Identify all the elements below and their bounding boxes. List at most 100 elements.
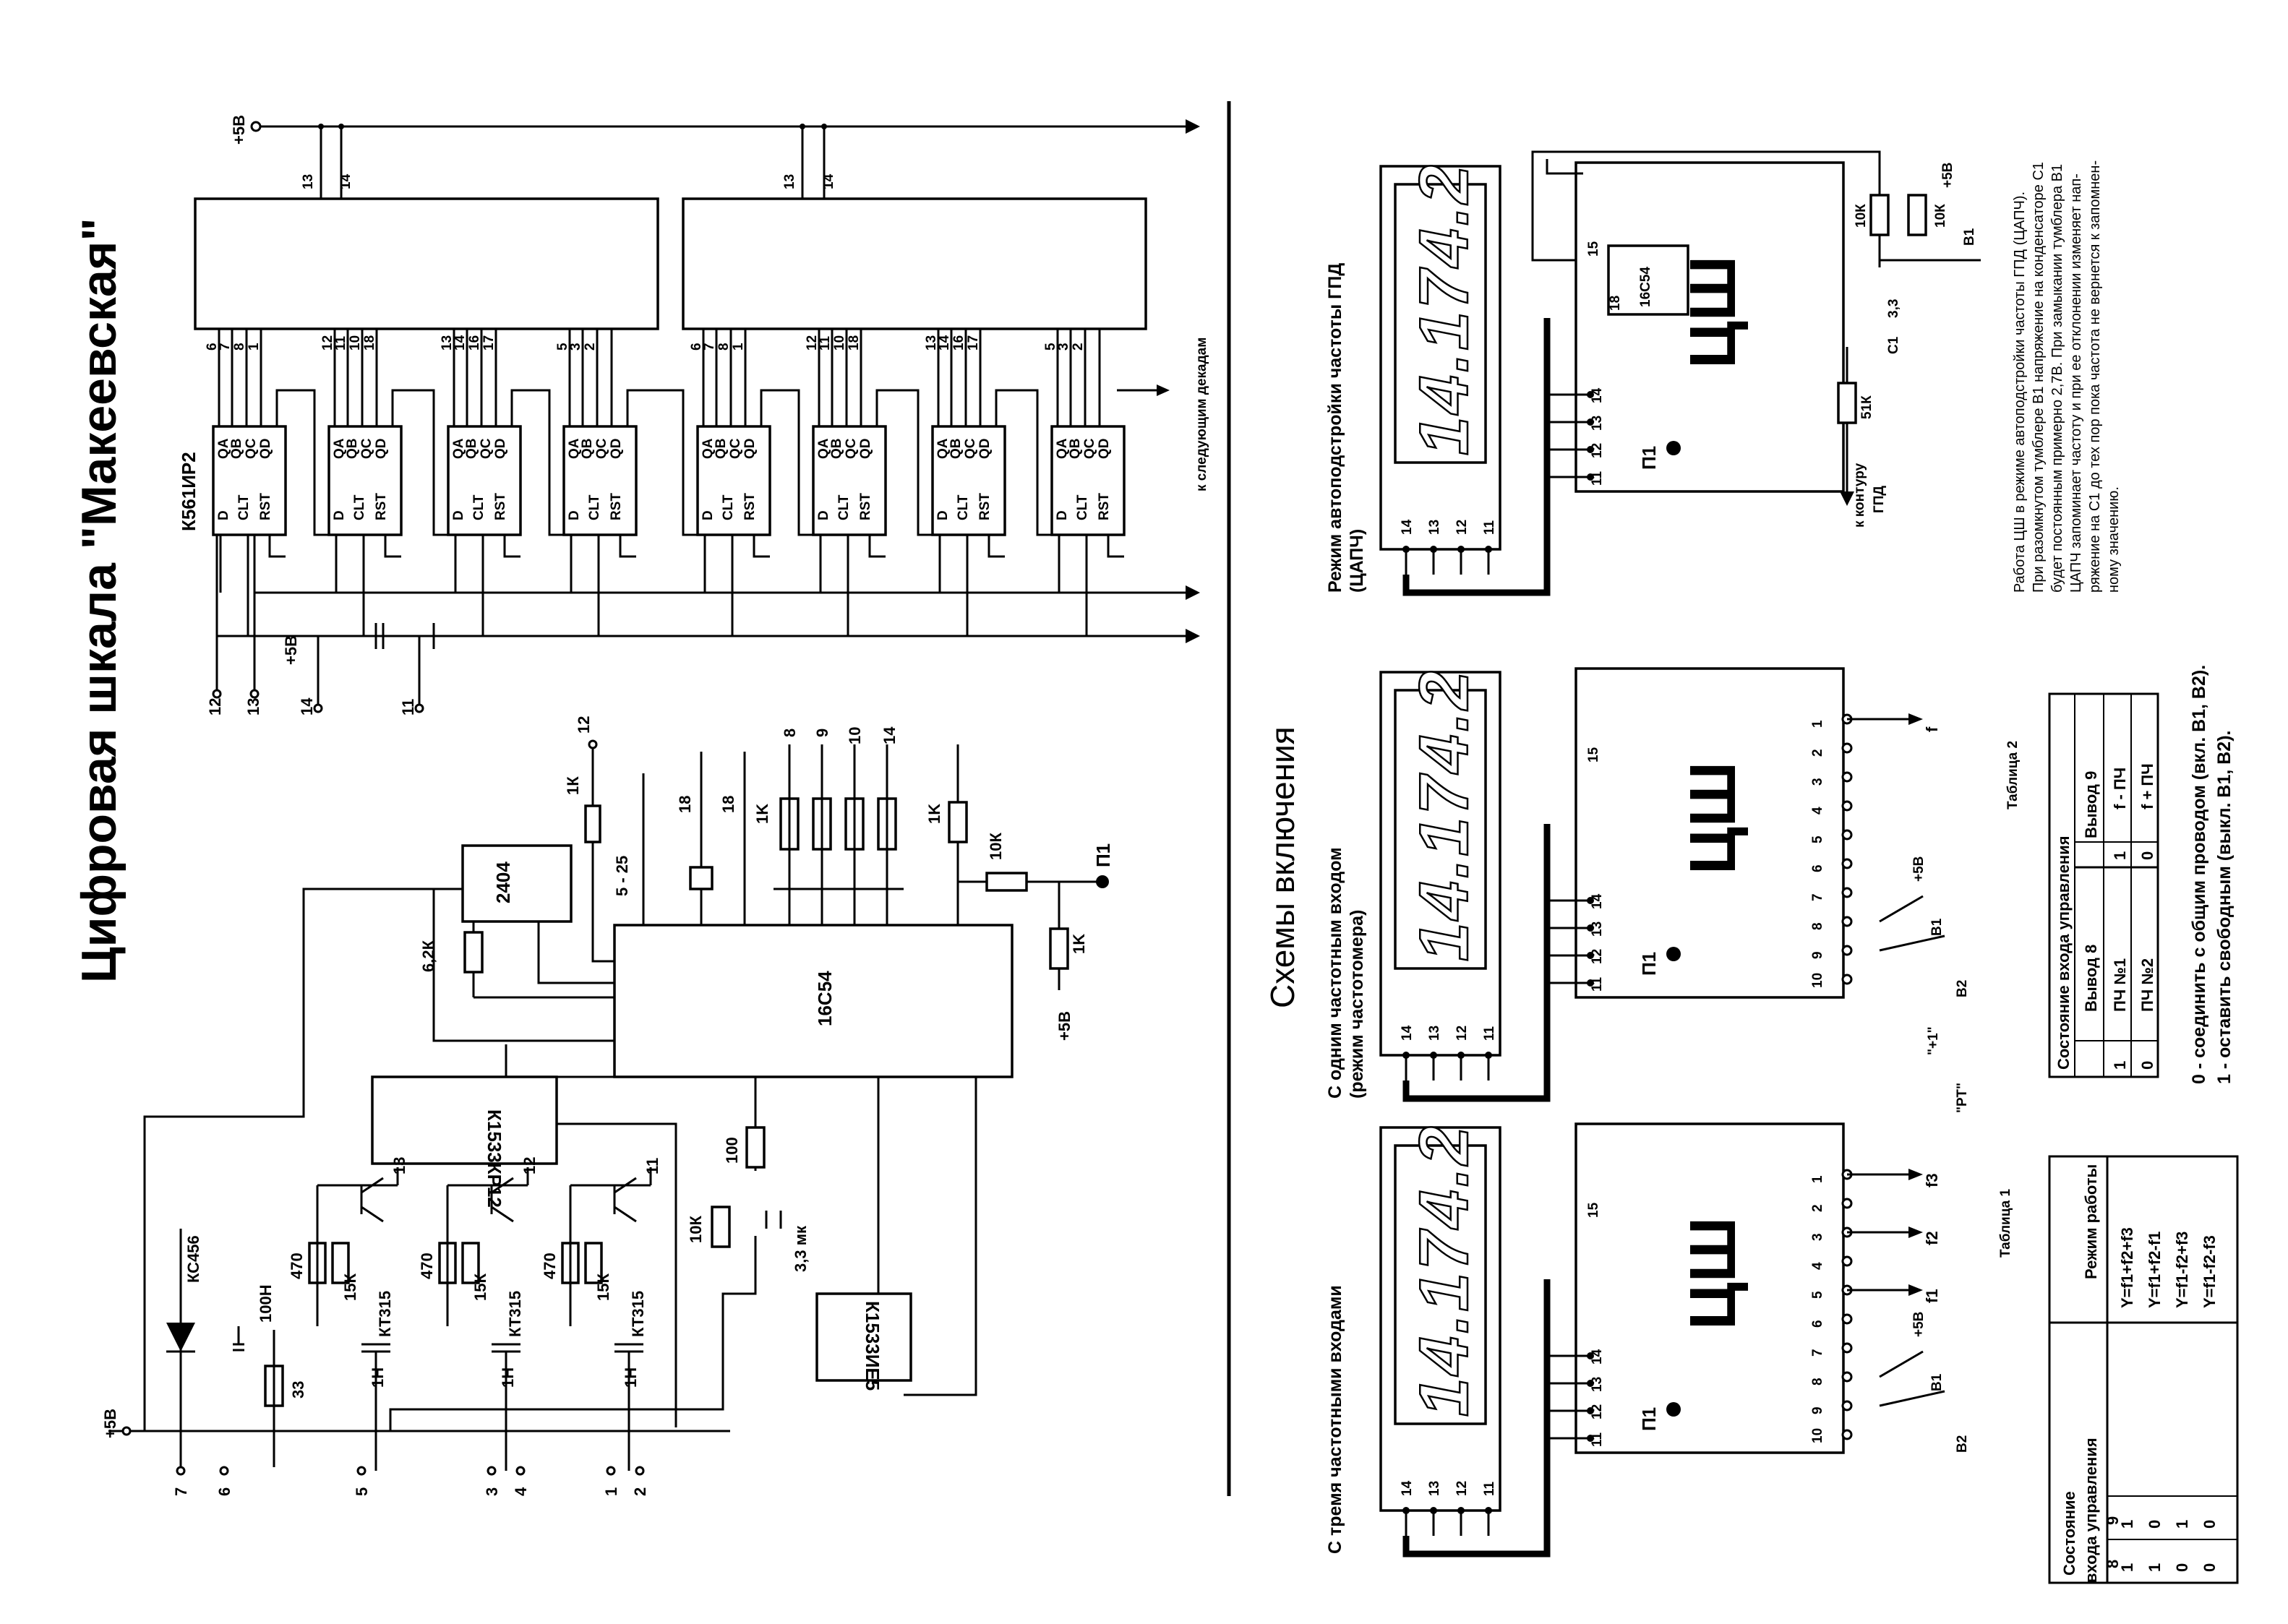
svg-text:CLT: CLT <box>471 494 487 520</box>
svg-text:ному значению.: ному значению. <box>2106 486 2122 593</box>
svg-text:17: 17 <box>966 335 981 351</box>
svg-text:6: 6 <box>215 1487 233 1496</box>
lcd-readout: 14.174.2 <box>1405 668 1483 961</box>
svg-text:51К: 51К <box>1859 395 1874 419</box>
svg-text:QA: QA <box>451 438 466 459</box>
svg-text:13: 13 <box>1427 1481 1442 1496</box>
legend-1: 1 - оставить свободным (выкл. В1, В2). <box>2214 731 2235 1084</box>
table-2: Таблица 2 Состояние входа управления Выв… <box>2005 692 2159 1078</box>
svg-text:11: 11 <box>1590 976 1605 992</box>
svg-text:QD: QD <box>1097 439 1112 460</box>
svg-text:QB: QB <box>345 439 360 460</box>
svg-text:5 - 25: 5 - 25 <box>613 856 631 896</box>
svg-text:ПЧ №1: ПЧ №1 <box>2111 958 2129 1012</box>
svg-text:Вывод 9: Вывод 9 <box>2082 771 2100 838</box>
counter-k1533ie5 <box>815 1292 912 1382</box>
svg-text:11: 11 <box>1482 1026 1497 1041</box>
svg-text:10К: 10К <box>1933 204 1948 228</box>
svg-text:Состояние: Состояние <box>2060 1491 2078 1576</box>
scheme3-block: Режим автоподстройки частоты ГПД(ЦАПЧ)14… <box>1325 150 1981 596</box>
svg-text:f + ПЧ: f + ПЧ <box>2138 763 2156 809</box>
connection-section-title: Схемы включения <box>1264 726 1301 1008</box>
svg-text:100: 100 <box>723 1137 741 1164</box>
table-row: 1 <box>2118 1563 2136 1572</box>
svg-text:QB: QB <box>464 439 479 460</box>
scheme2-title: (режим частотомера) <box>1347 910 1367 1099</box>
switch-b2: В2 <box>1955 980 1970 997</box>
scheme1-title: С тремя частотными входами <box>1325 1285 1345 1554</box>
svg-text:11: 11 <box>1482 520 1497 535</box>
svg-text:QC: QC <box>728 438 743 459</box>
svg-text:к контуру: к контуру <box>1852 463 1867 528</box>
switch-b1: В1 <box>1929 1373 1945 1391</box>
svg-text:КС456: КС456 <box>184 1235 202 1283</box>
svg-text:1K: 1K <box>753 804 771 824</box>
svg-text:0: 0 <box>2146 1520 2164 1529</box>
svg-text:16: 16 <box>951 335 967 351</box>
scheme3-title: Режим автоподстройки частоты ГПД <box>1325 263 1345 593</box>
switch-b1: В1 <box>1929 918 1945 936</box>
svg-text:RST: RST <box>977 493 993 520</box>
output-f1: f1 <box>1923 1289 1941 1303</box>
svg-text:QD: QD <box>977 439 993 460</box>
svg-text:D: D <box>700 510 716 520</box>
lcd-readout: 14.174.2 <box>1405 1123 1483 1417</box>
svg-text:12: 12 <box>1454 1481 1470 1496</box>
svg-text:14: 14 <box>1590 387 1605 403</box>
svg-text:12: 12 <box>206 698 224 716</box>
svg-text:12: 12 <box>1590 949 1605 964</box>
svg-text:14: 14 <box>338 173 354 189</box>
table-row: 1 <box>2111 1061 2129 1070</box>
svg-text:8: 8 <box>1810 1378 1825 1385</box>
svg-text:ПЧ №2: ПЧ №2 <box>2138 958 2156 1012</box>
svg-text:9: 9 <box>2104 1516 2122 1525</box>
svg-text:1: 1 <box>731 343 746 351</box>
svg-text:QA: QA <box>1055 438 1070 459</box>
decade-box-1 <box>194 197 659 330</box>
svg-text:QD: QD <box>858 439 873 460</box>
svg-text:1: 1 <box>2118 1520 2136 1529</box>
svg-text:8: 8 <box>232 343 247 351</box>
svg-text:18: 18 <box>847 335 862 351</box>
ext-pins: 7 6 5 3 4 1 2 <box>172 1466 649 1496</box>
svg-text:QD: QD <box>258 439 273 460</box>
svg-text:10: 10 <box>1810 1428 1825 1443</box>
svg-text:RST: RST <box>858 493 873 520</box>
svg-text:будет постоянным примерно 2,7В: будет постоянным примерно 2,7В. При замы… <box>2049 164 2065 593</box>
output-f2: f2 <box>1923 1231 1941 1245</box>
svg-text:+5В: +5В <box>1940 163 1955 188</box>
button-plus1: "+1" <box>1926 1026 1941 1055</box>
svg-text:12: 12 <box>805 335 820 351</box>
table2-head: Состояние входа управления <box>2055 835 2073 1070</box>
svg-text:3,3: 3,3 <box>1886 299 1901 318</box>
svg-text:2: 2 <box>631 1487 649 1496</box>
svg-text:100Н: 100Н <box>257 1284 275 1323</box>
svg-text:QD: QD <box>609 439 624 460</box>
svg-text:11: 11 <box>1482 1481 1497 1496</box>
svg-text:1: 1 <box>1810 1175 1825 1183</box>
svg-text:15: 15 <box>1586 747 1601 762</box>
svg-text:QC: QC <box>244 438 259 459</box>
svg-text:QB: QB <box>714 439 729 460</box>
svg-text:QB: QB <box>580 439 595 460</box>
svg-text:1: 1 <box>2173 1520 2191 1529</box>
resistor-network: 1K 8 9 10 14 <box>753 726 904 925</box>
svg-text:1: 1 <box>602 1487 620 1496</box>
svg-text:ряжение на С1 до тех пор пока: ряжение на С1 до тех пор пока частота не… <box>2087 160 2103 593</box>
svg-text:1К: 1К <box>564 776 582 795</box>
svg-text:12: 12 <box>1454 1026 1470 1041</box>
svg-text:5: 5 <box>555 343 570 351</box>
svg-text:9: 9 <box>1810 951 1825 959</box>
svg-text:15: 15 <box>1586 1202 1601 1218</box>
svg-text:П1: П1 <box>1638 446 1660 470</box>
svg-text:+5В: +5В <box>101 1409 119 1438</box>
svg-text:+5В: +5В <box>1911 1312 1927 1337</box>
svg-text:12: 12 <box>1590 443 1605 458</box>
svg-text:CLT: CLT <box>587 494 602 520</box>
